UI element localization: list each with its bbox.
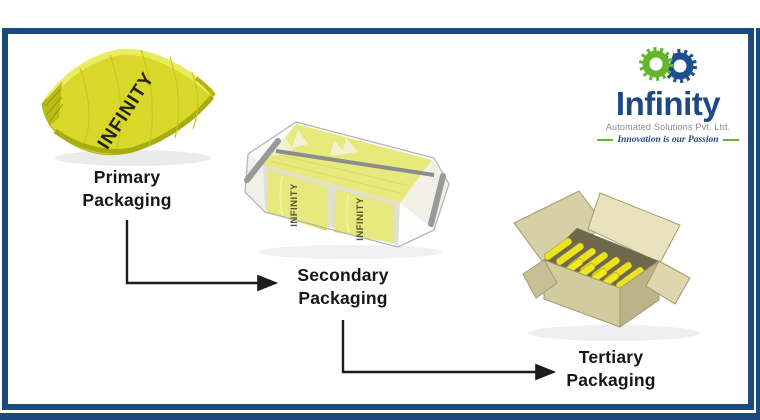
pouch-bottom-shade <box>53 95 214 154</box>
bundle-rail-left <box>244 138 281 183</box>
tagline-dash-left <box>597 139 614 141</box>
brand-subtitle: Automated Solutions Pvt. Ltd. <box>605 122 731 132</box>
primary-packaging-label: Primary Packaging <box>82 167 172 210</box>
right-edge-band <box>756 28 760 420</box>
bundle-pouch-print-2: INFINITY <box>355 197 366 241</box>
bundle-pouch-print-1: INFINITY <box>289 183 300 227</box>
brand-name: Infinity <box>615 85 721 122</box>
pouch-top-highlight <box>45 48 213 101</box>
tertiary-packaging-label: Tertiary Packaging <box>566 347 656 390</box>
box-right-small-flap <box>645 260 691 305</box>
bundle-pouch2-highlight <box>345 194 350 235</box>
pouch-crimp-lines <box>44 88 64 122</box>
pouch-shadow <box>55 150 211 166</box>
border-frame <box>2 28 754 410</box>
box-shadow <box>528 325 700 341</box>
box-front-right-face <box>619 260 660 328</box>
secondary-bundle-illustration: INFINITY INFINITY <box>244 121 450 259</box>
box-left-small-flap <box>522 259 558 299</box>
infinity-gears-icon <box>639 47 697 83</box>
company-logo: Infinity Automated Solutions Pvt. Ltd. I… <box>585 42 751 145</box>
bundle-rail-right <box>428 173 446 227</box>
secondary-packaging-label: Secondary Packaging <box>297 265 389 308</box>
pouch-fold-lines <box>79 49 199 149</box>
pouch-right-crimp <box>194 76 216 97</box>
bottom-edge-band <box>0 413 760 420</box>
bundle-pouch1-highlight <box>279 175 284 219</box>
gear-green <box>639 47 673 81</box>
bundle-seam <box>275 149 435 177</box>
tertiary-box-illustration <box>513 190 700 341</box>
bundle-crimp-zigzags <box>272 130 358 156</box>
bundle-top-streaks <box>269 153 411 195</box>
bundle-shadow <box>258 245 442 259</box>
brand-tagline-row: Innovation is our Passion <box>597 135 739 145</box>
primary-pouch-illustration: INFINITY <box>41 48 216 166</box>
tagline-dash-right <box>722 139 739 141</box>
brand-tagline: Innovation is our Passion <box>617 135 719 145</box>
